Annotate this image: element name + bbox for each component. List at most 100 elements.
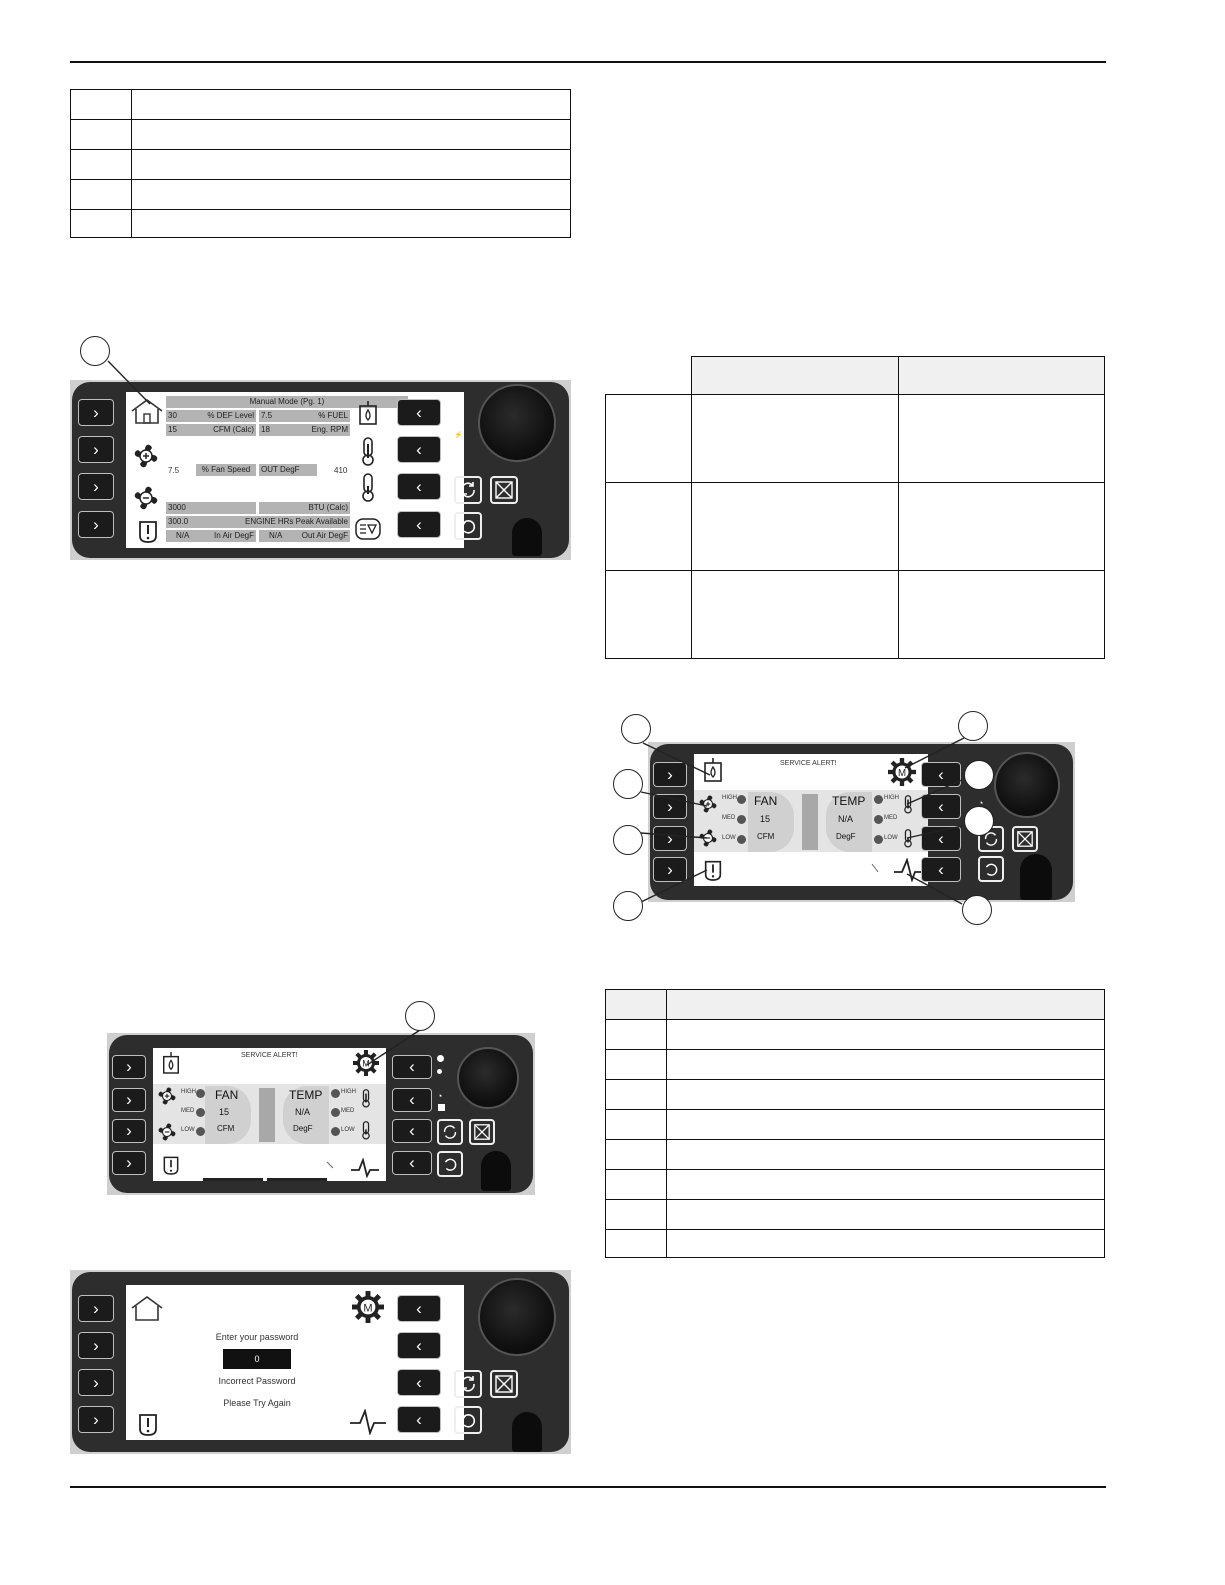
- fan-decrease-icon[interactable]: [155, 1120, 179, 1144]
- reset-button[interactable]: [454, 1406, 482, 1434]
- left-softkey-2[interactable]: ›: [653, 794, 687, 819]
- right-softkey-2[interactable]: ‹: [921, 794, 961, 819]
- temp-med-indicator: [331, 1108, 340, 1117]
- out-degf-value: 410: [334, 466, 348, 475]
- alert-engine-icon[interactable]: [136, 516, 160, 544]
- cancel-button[interactable]: [490, 1370, 518, 1398]
- right-softkey-3[interactable]: ‹: [397, 1369, 441, 1396]
- gear-icon[interactable]: M: [353, 1050, 379, 1076]
- left-softkey-4[interactable]: ›: [78, 511, 114, 538]
- left-softkey-1[interactable]: ›: [112, 1055, 146, 1079]
- service-alert-title: SERVICE ALERT!: [780, 760, 837, 767]
- fuel-tank-icon[interactable]: [702, 757, 724, 783]
- right-softkey-4[interactable]: ‹: [392, 1151, 432, 1175]
- left-softkey-3[interactable]: ›: [112, 1119, 146, 1143]
- reset-button[interactable]: [978, 856, 1004, 882]
- right-softkey-3[interactable]: ‹: [392, 1119, 432, 1143]
- thermometer-down-icon[interactable]: [359, 1118, 373, 1142]
- btu-label-cell: BTU (Calc): [259, 502, 350, 514]
- temp-value: N/A: [838, 814, 854, 824]
- left-softkey-2[interactable]: ›: [78, 1332, 114, 1359]
- right-softkey-1[interactable]: ‹: [397, 399, 441, 426]
- fan-level-med: MED: [722, 815, 736, 821]
- wifi-icon: ◔: [437, 1091, 443, 1101]
- pulse-icon[interactable]: [870, 858, 926, 882]
- right-softkey-1[interactable]: ‹: [921, 762, 961, 787]
- thermometer-down-icon[interactable]: [357, 472, 379, 502]
- right-softkey-2[interactable]: ‹: [397, 436, 441, 463]
- legend-table-bottom: [605, 989, 1105, 1258]
- right-softkey-1[interactable]: ‹: [392, 1055, 432, 1079]
- gear-icon[interactable]: M: [888, 758, 916, 786]
- right-softkey-4[interactable]: ‹: [397, 1406, 441, 1433]
- left-softkey-4[interactable]: ›: [112, 1151, 146, 1175]
- left-softkey-4[interactable]: ›: [653, 857, 687, 882]
- menu-filter-icon[interactable]: [355, 518, 381, 540]
- right-softkey-2[interactable]: ‹: [397, 1332, 441, 1359]
- reset-button[interactable]: [454, 512, 482, 540]
- cancel-button[interactable]: [469, 1119, 495, 1145]
- alert-engine-icon[interactable]: [161, 1152, 181, 1176]
- left-softkey-1[interactable]: ›: [653, 762, 687, 787]
- cycle-button[interactable]: [437, 1119, 463, 1145]
- wifi-icon: ◔: [454, 1337, 460, 1347]
- left-softkey-2[interactable]: ›: [78, 436, 114, 463]
- alert-engine-icon[interactable]: [136, 1409, 160, 1437]
- left-softkey-1[interactable]: ›: [78, 1295, 114, 1322]
- thermometer-down-icon[interactable]: [901, 826, 915, 850]
- pulse-icon[interactable]: [325, 1158, 381, 1178]
- fan-increase-icon[interactable]: [155, 1084, 179, 1108]
- cancel-button[interactable]: [490, 476, 518, 504]
- right-softkey-4[interactable]: ‹: [397, 511, 441, 538]
- power-led: [454, 1296, 461, 1303]
- fan-high-indicator: [196, 1089, 205, 1098]
- left-softkey-3[interactable]: ›: [653, 826, 687, 851]
- fuel-tank-icon[interactable]: [357, 400, 379, 426]
- service-alert-screen: SERVICE ALERT! FAN 15 CFM TEMP N/A DegF …: [153, 1048, 386, 1181]
- right-softkey-4[interactable]: ‹: [921, 857, 961, 882]
- alert-engine-icon[interactable]: [702, 856, 724, 882]
- home-icon[interactable]: [130, 398, 164, 424]
- fuel-tank-icon[interactable]: [161, 1051, 181, 1075]
- home-icon[interactable]: [130, 1295, 164, 1321]
- control-knob[interactable]: [457, 1047, 519, 1109]
- fan-label: FAN: [215, 1088, 239, 1102]
- pulse-icon[interactable]: [348, 1409, 388, 1435]
- thermometer-up-icon[interactable]: [357, 436, 379, 466]
- cycle-icon: [461, 1376, 475, 1392]
- right-softkey-3[interactable]: ‹: [397, 473, 441, 500]
- reset-icon: [444, 1158, 457, 1171]
- temp-med-indicator: [874, 815, 883, 824]
- right-softkey-1[interactable]: ‹: [397, 1295, 441, 1322]
- reset-button[interactable]: [437, 1151, 463, 1177]
- left-softkey-3[interactable]: ›: [78, 1369, 114, 1396]
- cycle-button[interactable]: [454, 1370, 482, 1398]
- cancel-button[interactable]: [1012, 826, 1038, 852]
- gear-icon[interactable]: M: [352, 1291, 384, 1323]
- fan-decrease-icon[interactable]: [130, 482, 162, 514]
- status-led: [454, 1310, 459, 1315]
- cycle-button[interactable]: [454, 476, 482, 504]
- thermometer-up-icon[interactable]: [359, 1086, 373, 1110]
- fan-increase-icon[interactable]: [130, 440, 162, 472]
- fan-decrease-icon[interactable]: [696, 826, 720, 850]
- control-knob[interactable]: [994, 752, 1060, 818]
- password-input[interactable]: 0: [223, 1349, 291, 1369]
- spec-table: [605, 356, 1105, 659]
- left-softkey-1[interactable]: ›: [78, 399, 114, 426]
- fan-level-low: LOW: [722, 835, 736, 841]
- usb-icon: ⚡: [454, 432, 463, 439]
- thermometer-up-icon[interactable]: [901, 792, 915, 816]
- left-softkey-3[interactable]: ›: [78, 473, 114, 500]
- close-icon: [474, 1124, 490, 1140]
- control-knob[interactable]: [478, 1278, 556, 1356]
- right-softkey-3[interactable]: ‹: [921, 826, 961, 851]
- left-softkey-2[interactable]: ›: [112, 1088, 146, 1112]
- close-icon: [1017, 831, 1033, 847]
- right-softkey-2[interactable]: ‹: [392, 1088, 432, 1112]
- control-knob[interactable]: [478, 384, 556, 462]
- temp-label: TEMP: [832, 794, 866, 808]
- fan-increase-icon[interactable]: [696, 792, 720, 816]
- left-softkey-4[interactable]: ›: [78, 1406, 114, 1433]
- cycle-icon: [443, 1125, 457, 1139]
